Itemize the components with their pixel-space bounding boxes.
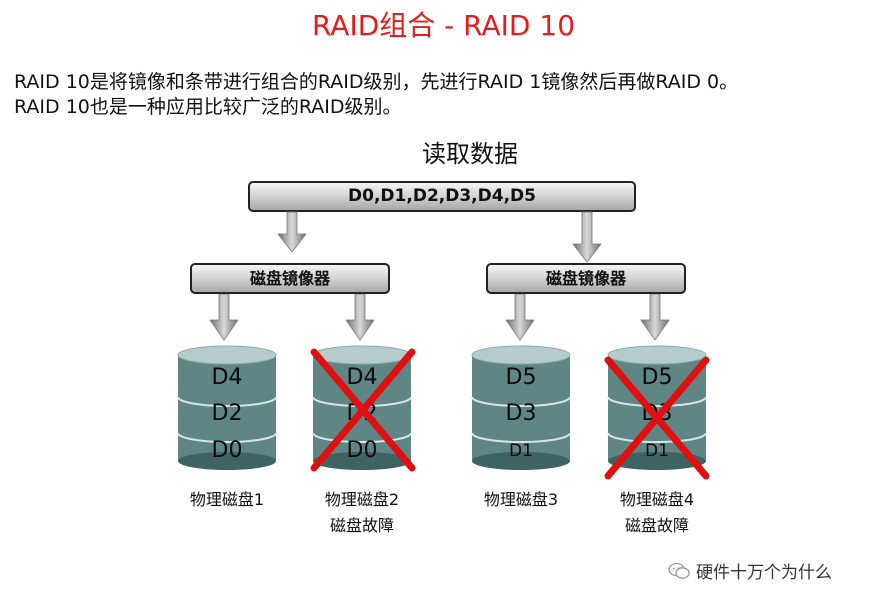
disk-segment: D4 [211, 365, 243, 390]
disk-segment: D1 [509, 441, 533, 461]
disk-stack-icon [607, 345, 707, 470]
physical-disk-1: D4 D2 D0 [177, 345, 277, 471]
physical-disk-4: D5 D3 D1 [607, 345, 707, 471]
disk-stack-icon [177, 345, 277, 470]
physical-disk-3: D5 D3 D1 [471, 345, 571, 471]
wechat-icon [668, 562, 690, 579]
disk-caption-1: 物理磁盘1 [157, 487, 297, 513]
description-line-1: RAID 10是将镜像和条带进行组合的RAID级别，先进行RAID 1镜像然后再… [14, 71, 739, 93]
read-data-label: 读取数据 [422, 140, 518, 168]
arrow-to-disk-1 [209, 293, 239, 341]
disk-segment: D1 [645, 441, 669, 461]
disk-name: 物理磁盘2 [324, 490, 400, 509]
description: RAID 10是将镜像和条带进行组合的RAID级别，先进行RAID 1镜像然后再… [14, 70, 874, 120]
watermark-text: 硬件十万个为什么 [696, 563, 832, 583]
disk-stack-icon [471, 345, 571, 470]
disk-segment: D5 [505, 365, 537, 390]
arrow-to-mirror-2 [572, 211, 602, 263]
description-line-2: RAID 10也是一种应用比较广泛的RAID级别。 [14, 96, 402, 118]
disk-caption-2: 物理磁盘2 磁盘故障 [292, 487, 432, 539]
disk-caption-4: 物理磁盘4 磁盘故障 [587, 487, 727, 539]
failure-cross-icon [310, 348, 416, 472]
arrow-to-disk-2 [345, 293, 375, 341]
disk-segment: D0 [346, 438, 378, 463]
disk-caption-3: 物理磁盘3 [451, 487, 591, 513]
disk-segment: D2 [211, 401, 243, 426]
page-title: RAID组合 - RAID 10 [311, 9, 576, 42]
disk-status: 磁盘故障 [624, 516, 689, 535]
disk-segment: D5 [641, 365, 673, 390]
disk-name: 物理磁盘1 [189, 490, 265, 509]
disk-segment: D3 [505, 401, 537, 426]
mirror-bar-2: 磁盘镜像器 [486, 263, 686, 294]
arrow-to-disk-3 [505, 293, 535, 341]
arrow-to-mirror-1 [277, 211, 307, 253]
mirror-bar-1: 磁盘镜像器 [190, 263, 390, 294]
failure-cross-icon [604, 356, 710, 480]
disk-status: 磁盘故障 [329, 516, 394, 535]
disk-name: 物理磁盘3 [483, 490, 559, 509]
watermark: 硬件十万个为什么 [668, 558, 832, 583]
disk-segment: D0 [211, 438, 243, 463]
disk-segment: D4 [346, 365, 378, 390]
arrow-to-disk-4 [640, 293, 670, 341]
data-bar: D0,D1,D2,D3,D4,D5 [248, 181, 636, 212]
disk-name: 物理磁盘4 [619, 490, 695, 509]
